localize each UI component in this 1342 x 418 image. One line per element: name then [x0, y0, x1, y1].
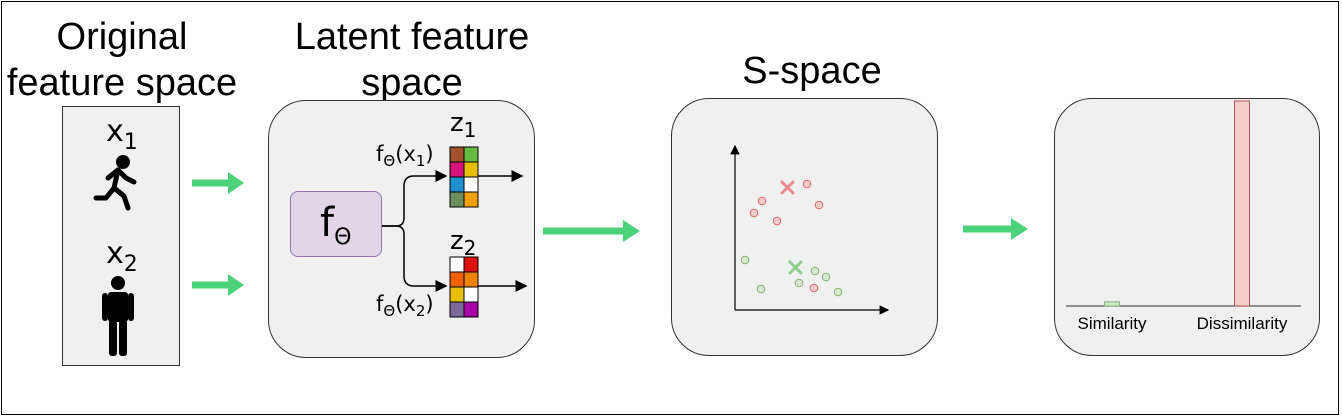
- green-point: [740, 255, 750, 265]
- feature-cell: [449, 271, 465, 288]
- similarity-panel: [1054, 98, 1320, 356]
- red-point: [757, 196, 767, 206]
- green-arrow-x1: [192, 172, 244, 194]
- feature-cell: [449, 176, 465, 193]
- z1-label: z1: [450, 108, 477, 142]
- bar-series: [1104, 100, 1250, 307]
- green-point: [810, 266, 820, 276]
- feature-cell: [463, 271, 479, 288]
- red-point: [809, 283, 819, 293]
- red-point: [772, 216, 782, 226]
- feature-cell: [463, 146, 479, 163]
- title-original-feature-space: Original feature space: [6, 16, 238, 104]
- z2-label: z2: [450, 226, 477, 260]
- green-point: [821, 272, 831, 282]
- s-space-axes: [730, 144, 890, 315]
- feature-cell: [449, 301, 465, 318]
- z1-feature-vector: [449, 146, 479, 208]
- feature-cell: [449, 146, 465, 163]
- feature-cell: [449, 286, 465, 303]
- feature-cell: [449, 161, 465, 178]
- feature-cell: [449, 256, 465, 273]
- s-space-panel: [671, 98, 938, 356]
- feature-cell: [463, 176, 479, 193]
- f-x1-label: fΘ(x1): [376, 142, 434, 170]
- tick-label-similarity: Similarity: [1077, 314, 1147, 333]
- encoder-box: [290, 191, 382, 257]
- title-s-space: S-space: [742, 50, 882, 92]
- tick-label-dissimilarity: Dissimilarity: [1196, 314, 1288, 333]
- red-point: [749, 208, 759, 218]
- red-point: [814, 200, 824, 210]
- green-centroid-cross: [788, 260, 803, 275]
- feature-cell: [463, 256, 479, 273]
- green-point: [833, 287, 843, 297]
- red-point: [802, 179, 812, 189]
- green-point: [756, 284, 766, 294]
- bar-dissimilarity: [1234, 100, 1250, 307]
- bar-similarity: [1104, 301, 1120, 307]
- z-output-arrows: [478, 170, 528, 292]
- encoder-branch-arrows: [382, 170, 448, 292]
- green-arrow-x2: [192, 274, 244, 296]
- running-person-icon: [93, 155, 137, 211]
- x1-label: x1: [106, 114, 138, 155]
- feature-cell: [463, 161, 479, 178]
- encoder-label: fΘ: [320, 200, 352, 250]
- red-cluster: [749, 179, 824, 293]
- z2-feature-vector: [449, 256, 479, 318]
- green-arrow-latent-to-s: [543, 220, 640, 242]
- feature-cell: [449, 191, 465, 208]
- red-centroid-cross: [780, 180, 795, 195]
- title-latent-feature-space: Latent feature space: [294, 16, 530, 104]
- x2-label: x2: [106, 236, 138, 277]
- standing-person-icon: [102, 276, 134, 356]
- green-point: [794, 278, 804, 288]
- green-arrow-s-to-bars: [963, 218, 1028, 240]
- feature-cell: [463, 286, 479, 303]
- green-cluster: [740, 255, 843, 297]
- feature-cell: [463, 191, 479, 208]
- feature-cell: [463, 301, 479, 318]
- f-x2-label: fΘ(x2): [376, 292, 434, 320]
